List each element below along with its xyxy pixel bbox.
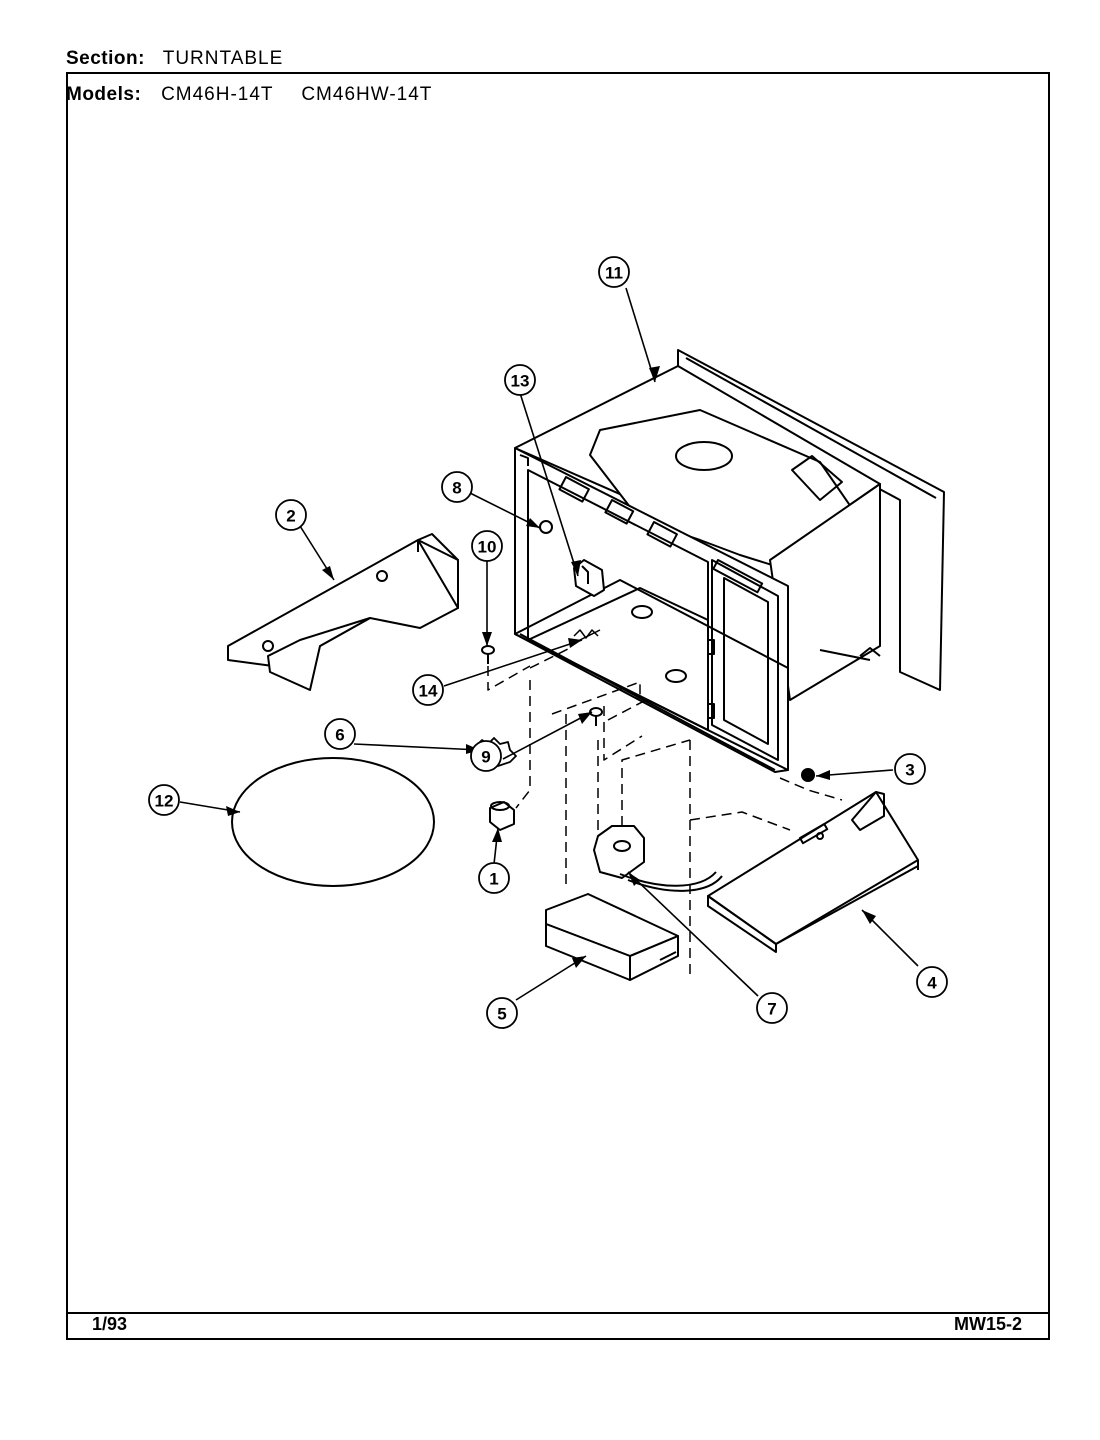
part-13-switch <box>573 559 605 597</box>
part-12-tray <box>231 757 435 887</box>
section-value: TURNTABLE <box>162 48 284 69</box>
callout-10: 10 <box>478 538 497 557</box>
callout-6: 6 <box>335 726 344 745</box>
footer-divider <box>66 1312 1050 1314</box>
front-frame <box>514 447 789 773</box>
callout-14: 14 <box>419 682 438 701</box>
callout-circles <box>148 256 948 1029</box>
callout-5: 5 <box>497 1005 506 1024</box>
part-9-screw <box>589 707 603 726</box>
part-11-cavity <box>514 349 945 701</box>
part-5-tray <box>545 893 679 981</box>
model-1: CM46H-14T <box>161 84 274 105</box>
callout-9: 9 <box>481 748 490 767</box>
models-header: Models: CM46H-14T CM46HW-14T <box>66 84 432 106</box>
callout-11: 11 <box>605 264 623 283</box>
models-label: Models: <box>66 84 142 105</box>
part-4-bracket <box>707 791 919 953</box>
model-2: CM46HW-14T <box>301 84 433 105</box>
part-2-cover <box>227 533 459 691</box>
footer-code: MW15-2 <box>953 1314 1022 1334</box>
footer-date: 1/93 <box>92 1314 128 1334</box>
section-label: Section: <box>66 48 145 69</box>
callout-3: 3 <box>905 761 914 780</box>
callout-12: 12 <box>155 792 174 811</box>
callout-1: 1 <box>489 870 498 889</box>
part-1-coupler <box>489 801 515 831</box>
callout-13: 13 <box>511 372 530 391</box>
assembly-lines <box>487 647 843 978</box>
part-3-grommet <box>801 768 815 782</box>
part-7-motor <box>593 825 723 892</box>
callout-labels: 11 13 8 2 10 14 9 6 12 1 3 4 7 5 <box>155 264 938 1024</box>
callout-4: 4 <box>927 974 937 993</box>
callout-7: 7 <box>767 1000 776 1019</box>
callout-8: 8 <box>452 479 461 498</box>
part-10-screw <box>481 645 495 664</box>
section-header: Section: TURNTABLE <box>66 48 283 70</box>
diagram-frame <box>66 72 1050 1340</box>
callout-2: 2 <box>286 507 295 526</box>
